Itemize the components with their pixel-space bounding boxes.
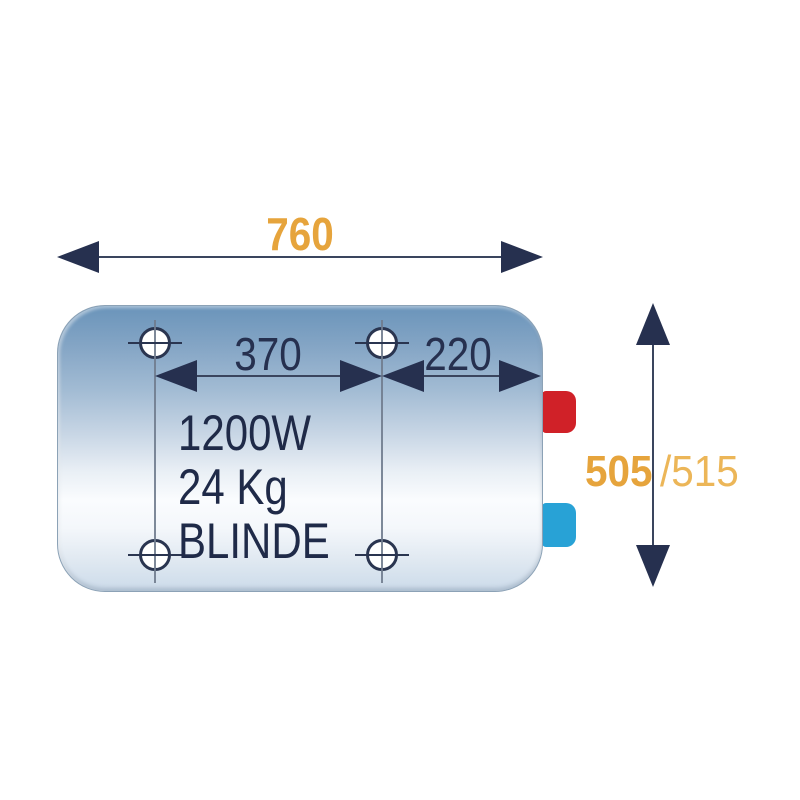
tank-power-label: 1200W — [178, 405, 312, 461]
bracket-spacing-line — [160, 375, 378, 377]
height-secondary-label: /515 — [660, 447, 739, 496]
width-dimension-label: 760 — [266, 208, 334, 260]
crosshair-top-right-icon — [355, 342, 409, 344]
arrow-down-icon — [636, 545, 670, 587]
crosshair-bottom-right-icon — [355, 554, 409, 556]
height-dimension-line — [652, 315, 654, 575]
arrow-left-icon — [382, 360, 424, 392]
arrow-up-icon — [636, 303, 670, 345]
arrow-right-icon — [501, 241, 543, 273]
hole-centerline-right — [381, 320, 383, 583]
bracket-edge-label: 220 — [424, 328, 492, 380]
arrow-right-icon — [340, 360, 382, 392]
hole-centerline-left — [154, 320, 156, 583]
tank-weight-label: 24 Kg — [178, 459, 288, 515]
width-dimension-line — [70, 256, 530, 258]
tank-type-label: BLINDE — [178, 513, 330, 569]
bracket-edge-line — [386, 375, 538, 377]
height-primary-label: 505 — [585, 447, 653, 496]
cold-water-inlet-stub — [542, 503, 576, 547]
tank-body — [57, 305, 543, 592]
arrow-left-icon — [155, 360, 197, 392]
tank-markings: 1200W 24 Kg BLINDE — [178, 406, 330, 568]
crosshair-top-left-icon — [128, 342, 182, 344]
arrow-right-icon — [499, 360, 541, 392]
crosshair-bottom-left-icon — [128, 554, 182, 556]
arrow-left-icon — [57, 241, 99, 273]
hot-water-outlet-stub — [542, 391, 576, 433]
bracket-spacing-label: 370 — [234, 328, 302, 380]
